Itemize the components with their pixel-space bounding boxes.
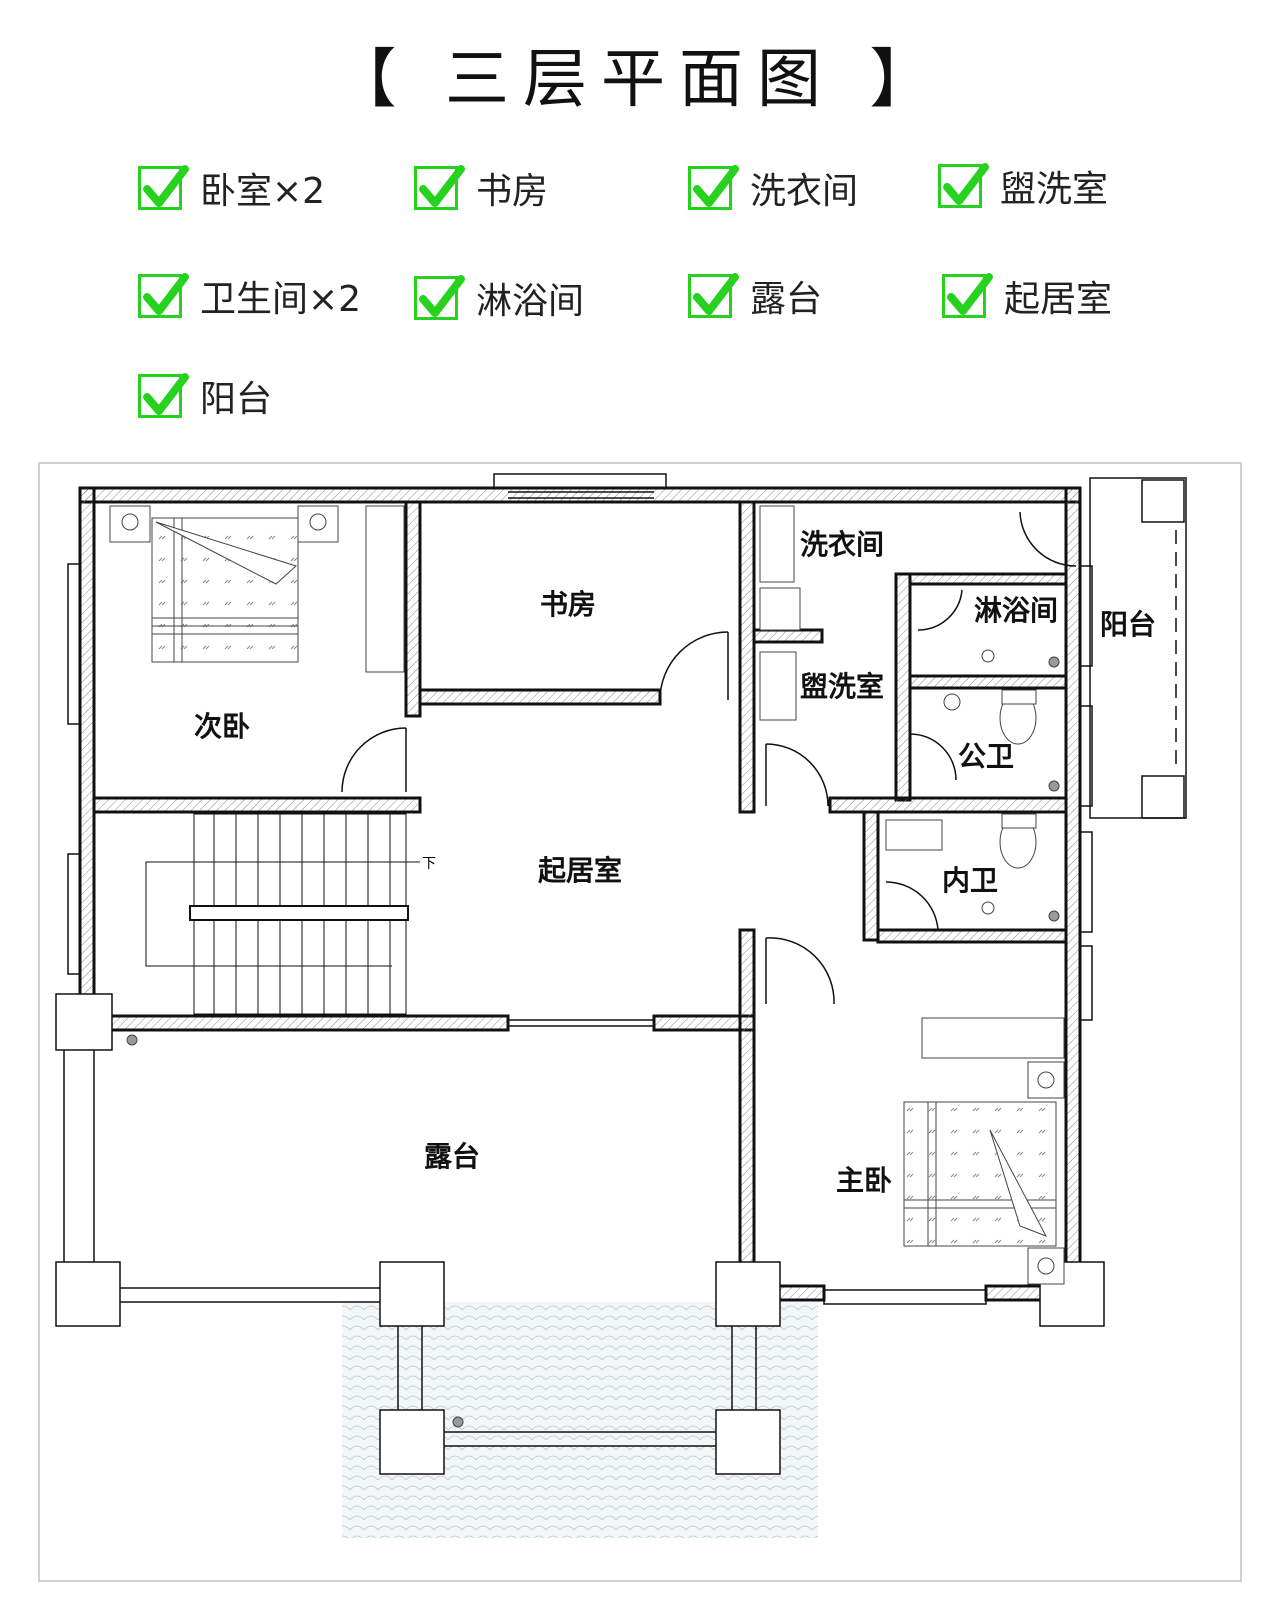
feature-item: 盥洗室 <box>938 158 1108 214</box>
windows <box>67 473 1093 1305</box>
room-label-master-bedroom: 主卧 <box>836 1164 892 1197</box>
check-icon <box>942 273 993 318</box>
check-icon <box>138 373 189 418</box>
check-icon <box>414 165 465 210</box>
room-label-living: 起居室 <box>538 854 622 887</box>
check-icon <box>138 165 189 210</box>
feature-item: 书房 <box>414 160 548 216</box>
feature-item: 卫生间×2 <box>138 268 361 324</box>
fixtures <box>126 505 1060 1428</box>
room-label-second-bedroom: 次卧 <box>194 710 250 743</box>
feature-item: 阳台 <box>138 368 272 424</box>
feature-list: 卧室×2 书房 洗衣间 盥洗室 卫生间×2 淋浴间 露台 起居室 阳台 <box>0 0 1280 440</box>
room-label-shower: 淋浴间 <box>974 594 1058 627</box>
room-label-balcony: 阳台 <box>1100 608 1156 641</box>
check-icon <box>688 273 739 318</box>
room-label-inner-bath: 内卫 <box>942 864 998 897</box>
feature-item: 淋浴间 <box>414 270 584 326</box>
bed-master <box>903 1017 1065 1285</box>
staircase <box>145 813 420 1015</box>
doors <box>341 511 1077 1005</box>
room-label-laundry: 洗衣间 <box>800 528 884 561</box>
feature-label: 起居室 <box>1004 279 1113 320</box>
balcony-structure <box>1089 477 1187 819</box>
feature-label: 阳台 <box>200 379 273 420</box>
feature-label: 卧室×2 <box>200 171 326 212</box>
check-icon <box>938 163 989 208</box>
feature-label: 盥洗室 <box>1000 169 1109 210</box>
feature-label: 露台 <box>750 279 823 320</box>
feature-label: 淋浴间 <box>476 281 585 322</box>
room-label-study: 书房 <box>540 588 596 621</box>
feature-item: 露台 <box>688 268 822 324</box>
feature-item: 洗衣间 <box>688 160 858 216</box>
stair-down-label: 下 <box>422 856 436 872</box>
check-icon <box>688 165 739 210</box>
feature-label: 洗衣间 <box>750 171 859 212</box>
terrace-structure <box>55 993 1105 1475</box>
room-label-terrace: 露台 <box>424 1140 480 1173</box>
feature-item: 卧室×2 <box>138 160 325 216</box>
page-title: 【 三层平面图 】 <box>332 43 948 117</box>
check-icon <box>414 275 465 320</box>
room-label-public-bath: 公卫 <box>958 740 1014 773</box>
feature-label: 卫生间×2 <box>200 279 362 320</box>
room-label-washroom: 盥洗室 <box>800 670 884 703</box>
feature-label: 书房 <box>476 171 549 212</box>
feature-item: 起居室 <box>942 268 1112 324</box>
check-icon <box>138 273 189 318</box>
floor-plan-frame <box>38 462 1242 1582</box>
walls <box>78 486 1082 1302</box>
bed-second-bedroom <box>109 505 405 673</box>
